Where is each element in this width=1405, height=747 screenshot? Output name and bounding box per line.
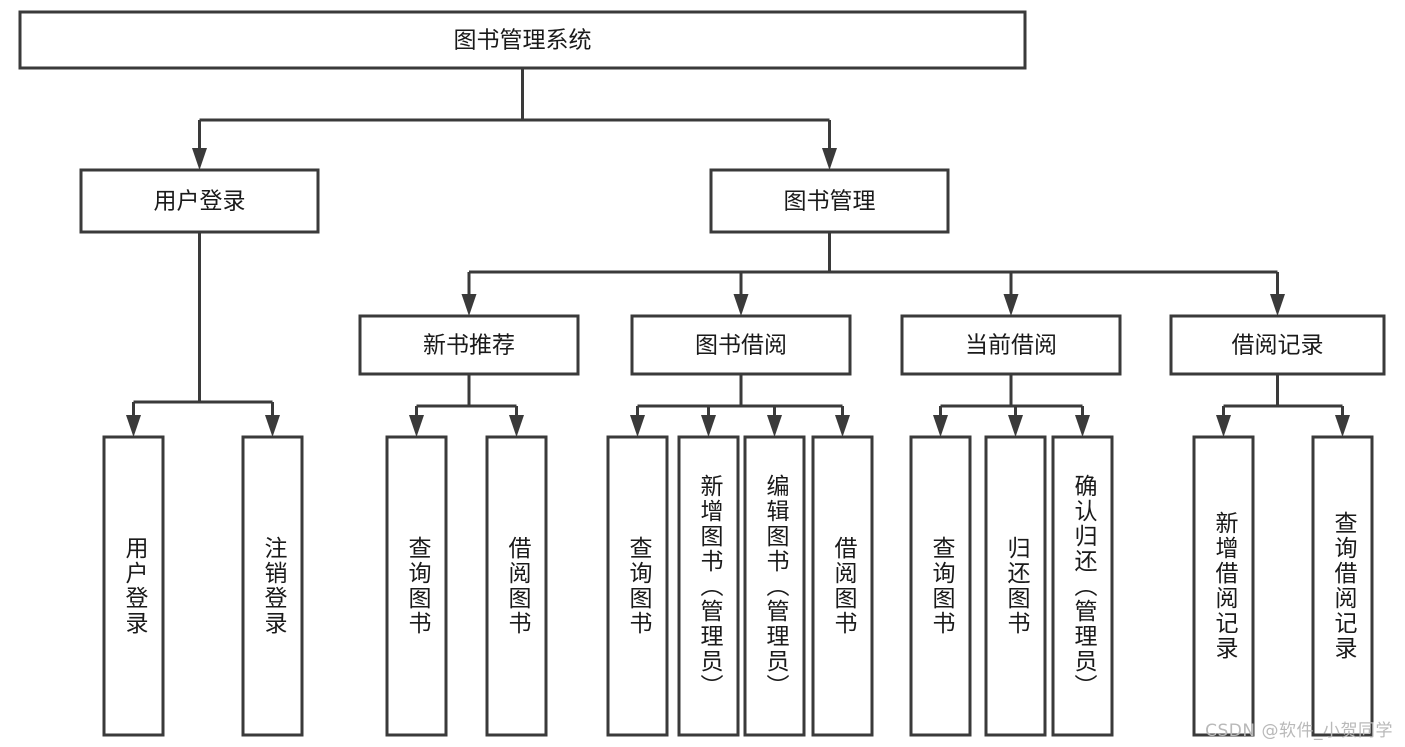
node-leaf-add-record[interactable] — [1192, 435, 1255, 737]
boxes-layer — [18, 10, 1386, 737]
node-new-book-recommend[interactable] — [358, 314, 580, 376]
node-leaf-borrow-book[interactable] — [811, 435, 874, 737]
arrow-head-icon — [1335, 415, 1350, 437]
arrow-head-icon — [835, 415, 850, 437]
node-leaf-borrow-book-recommend[interactable] — [485, 435, 548, 737]
node-leaf-user-login[interactable] — [102, 435, 165, 737]
node-leaf-confirm-return[interactable] — [1051, 435, 1114, 737]
arrow-head-icon — [1075, 415, 1090, 437]
arrow-head-icon — [509, 415, 524, 437]
node-borrow-record-label: 借阅记录 — [1232, 333, 1324, 359]
arrow-head-icon — [1216, 415, 1231, 437]
edges-layer — [126, 68, 1350, 437]
node-user-login[interactable] — [79, 168, 320, 234]
node-leaf-query-book-recommend[interactable] — [385, 435, 448, 737]
node-leaf-query-book[interactable] — [606, 435, 669, 737]
arrow-head-icon — [733, 294, 749, 316]
node-leaf-return-book[interactable] — [984, 435, 1047, 737]
node-leaf-edit-book[interactable] — [743, 435, 806, 737]
arrow-head-icon — [630, 415, 645, 437]
arrow-head-icon — [701, 415, 716, 437]
node-leaf-query-record[interactable] — [1311, 435, 1374, 737]
arrow-head-icon — [192, 148, 207, 170]
arrow-head-icon — [767, 415, 782, 437]
watermark-text: CSDN @软件_小贺同学 — [1205, 721, 1393, 741]
node-current-borrow[interactable] — [900, 314, 1122, 376]
arrow-head-icon — [1003, 294, 1019, 316]
arrow-head-icon — [1270, 294, 1285, 316]
arrow-head-icon — [409, 415, 424, 437]
node-book-management[interactable] — [709, 168, 950, 234]
node-leaf-add-book[interactable] — [677, 435, 740, 737]
node-root-label: 图书管理系统 — [454, 28, 592, 54]
arrow-head-icon — [265, 415, 280, 437]
arrow-head-icon — [461, 294, 477, 316]
node-book-borrow-label: 图书借阅 — [695, 333, 787, 359]
node-root[interactable] — [18, 10, 1027, 70]
arrow-head-icon — [1008, 415, 1023, 437]
arrow-head-icon — [933, 415, 948, 437]
node-new-book-recommend-label: 新书推荐 — [423, 333, 515, 359]
node-book-borrow[interactable] — [630, 314, 852, 376]
node-borrow-record[interactable] — [1169, 314, 1386, 376]
node-leaf-logout[interactable] — [241, 435, 304, 737]
node-book-management-label: 图书管理 — [784, 189, 876, 215]
node-leaf-query-book-current[interactable] — [909, 435, 972, 737]
node-current-borrow-label: 当前借阅 — [965, 333, 1057, 359]
arrow-head-icon — [822, 148, 837, 170]
arrow-head-icon — [126, 415, 141, 437]
node-user-login-label: 用户登录 — [154, 189, 246, 215]
